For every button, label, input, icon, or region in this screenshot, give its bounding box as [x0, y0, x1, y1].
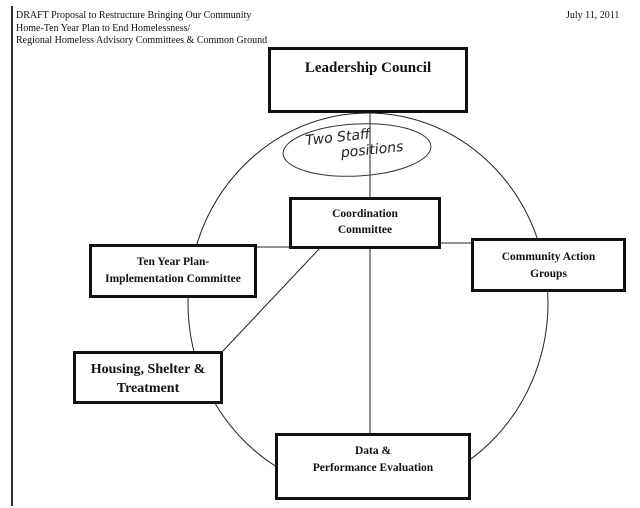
ten-year-plan-box: Ten Year Plan- Implementation Committee	[89, 244, 257, 298]
node-label: Ten Year Plan-	[136, 256, 210, 268]
node-label: Committee	[337, 224, 393, 236]
node-label: Implementation Committee	[105, 273, 241, 285]
community-action-groups-box: Community Action Groups	[471, 238, 626, 292]
node-label: Treatment	[116, 381, 180, 396]
document-date: July 11, 2011	[566, 10, 620, 21]
handwritten-circle	[282, 123, 432, 177]
housing-shelter-treatment-box: Housing, Shelter & Treatment	[73, 351, 223, 404]
data-performance-box: Data & Performance Evaluation	[275, 433, 471, 500]
header-line: Home-Ten Year Plan to End Homelessness/	[16, 22, 191, 34]
node-label: Performance Evaluation	[312, 462, 434, 474]
diagonal-connector	[221, 247, 321, 353]
coordination-committee-box: Coordination Committee	[289, 197, 441, 249]
header-line: DRAFT Proposal to Restructure Bringing O…	[16, 10, 252, 21]
page-margin-line	[11, 6, 13, 506]
node-label: Housing, Shelter &	[90, 362, 206, 377]
header-line: Regional Homeless Advisory Committees & …	[16, 35, 268, 46]
node-label: Community Action	[501, 251, 596, 263]
node-label: Coordination	[332, 208, 398, 220]
node-label: Data &	[354, 445, 392, 457]
node-label: Groups	[530, 268, 567, 280]
document-header: DRAFT Proposal to Restructure Bringing O…	[16, 10, 267, 48]
leadership-council-box: Leadership Council	[268, 47, 468, 113]
node-label: Leadership Council	[304, 60, 432, 76]
